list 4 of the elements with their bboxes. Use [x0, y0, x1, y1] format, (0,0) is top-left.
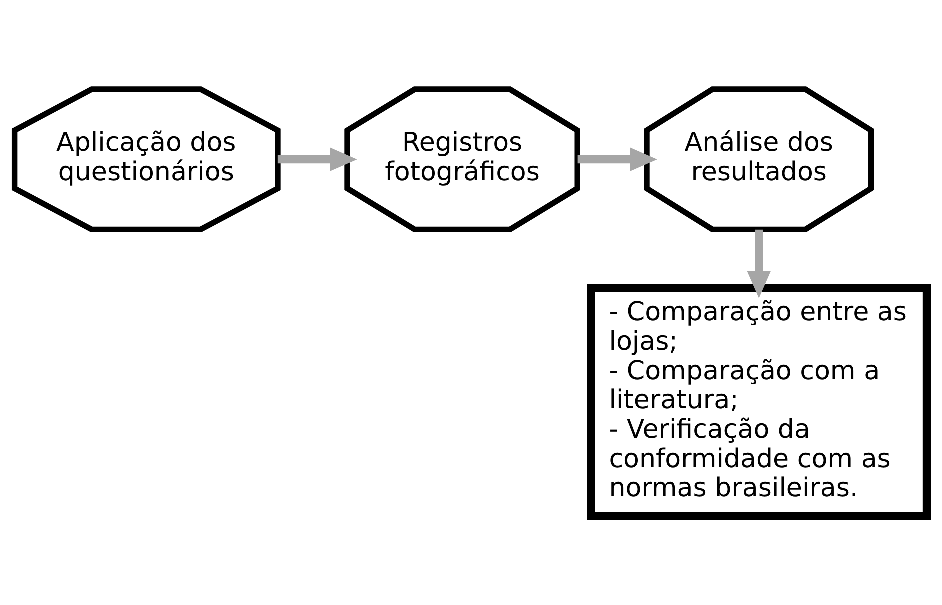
arrow — [278, 147, 358, 172]
arrow — [747, 229, 772, 298]
arrow — [578, 147, 658, 172]
node-box: - Comparação entre as lojas; - Comparação com a literatura; - Verificação da conformidade com as normas brasileiras. — [587, 284, 932, 520]
